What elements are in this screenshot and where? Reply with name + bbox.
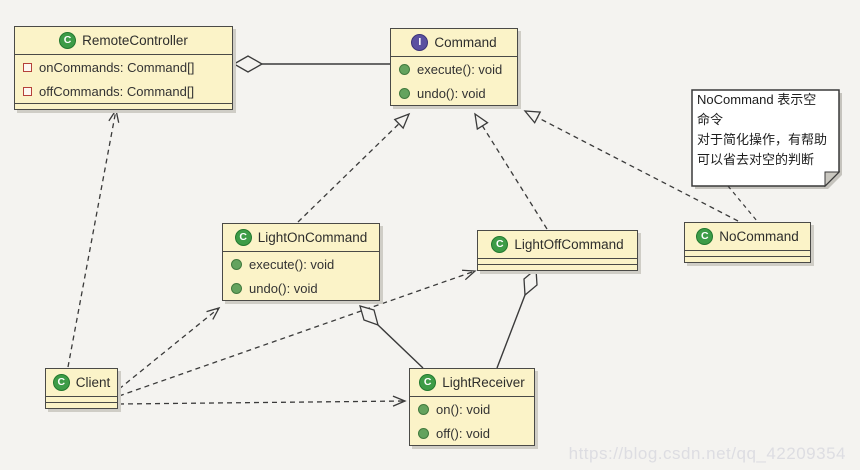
field-row: onCommands: Command[] xyxy=(15,55,232,79)
compartment-divider xyxy=(223,251,379,252)
compartment-divider xyxy=(410,396,534,397)
method-label: execute(): void xyxy=(417,61,503,77)
class-icon: C xyxy=(52,374,70,391)
method-label: undo(): void xyxy=(249,280,318,296)
method-icon xyxy=(418,427,429,439)
class-lightreceiver: C LightReceiver on(): void off(): void xyxy=(409,368,535,446)
empty-compartment xyxy=(478,264,637,270)
method-row: execute(): void xyxy=(391,57,517,81)
class-client: C Client xyxy=(45,368,118,409)
class-lightoffcommand: C LightOffCommand xyxy=(477,230,638,271)
note: NoCommand 表示空 命令 对于简化操作，有帮助 可以省去对空的判断 xyxy=(697,90,833,171)
edge-lightoncommand-command-realization xyxy=(297,112,411,223)
class-icon: C xyxy=(59,32,77,49)
edge-remotecontroller-command-aggregation xyxy=(232,55,390,73)
method-icon xyxy=(399,87,410,99)
field-label: onCommands: Command[] xyxy=(39,59,195,75)
method-icon xyxy=(399,63,410,75)
field-icon xyxy=(23,86,32,96)
class-lightoncommand-header: C LightOnCommand xyxy=(223,224,379,251)
watermark: https://blog.csdn.net/qq_42209354 xyxy=(568,444,846,463)
compartment-divider xyxy=(391,56,517,57)
method-row: undo(): void xyxy=(391,81,517,105)
class-remotecontroller: C RemoteController onCommands: Command[]… xyxy=(14,26,233,110)
method-icon xyxy=(418,403,429,415)
edge-client-lightreceiver-dependency xyxy=(118,395,407,407)
interface-command-header: I Command xyxy=(391,29,517,56)
class-icon: C xyxy=(234,229,252,246)
note-shape xyxy=(691,89,842,189)
empty-compartment xyxy=(46,402,117,408)
class-nocommand-header: C NoCommand xyxy=(685,223,810,250)
class-name: Command xyxy=(434,35,497,50)
method-row: on(): void xyxy=(410,397,534,421)
class-remotecontroller-header: C RemoteController xyxy=(15,27,232,54)
class-name: LightOnCommand xyxy=(257,230,368,245)
edge-note-nocommand-link xyxy=(727,185,758,222)
note-line: NoCommand 表示空 xyxy=(697,92,817,107)
method-label: off(): void xyxy=(436,425,490,441)
edge-lightoffcommand-command-realization xyxy=(474,112,548,230)
method-label: execute(): void xyxy=(249,256,335,272)
class-name: Client xyxy=(75,375,111,390)
edge-client-lightoncommand-dependency xyxy=(118,306,221,390)
method-row: off(): void xyxy=(410,421,534,445)
interface-command: I Command execute(): void undo(): void xyxy=(390,28,518,106)
class-icon: C xyxy=(696,228,714,245)
field-label: offCommands: Command[] xyxy=(39,83,195,99)
note-line: 可以省去对空的判断 xyxy=(697,152,815,168)
method-icon xyxy=(231,282,242,294)
class-name: RemoteController xyxy=(82,33,188,48)
class-client-header: C Client xyxy=(46,369,117,396)
class-icon: C xyxy=(419,374,437,391)
class-name: LightReceiver xyxy=(442,375,525,390)
class-name: LightOffCommand xyxy=(514,237,624,252)
method-row: execute(): void xyxy=(223,252,379,276)
class-icon: C xyxy=(491,236,509,253)
method-label: undo(): void xyxy=(417,85,486,101)
edge-lightoncommand-lightreceiver-aggregation xyxy=(359,305,424,369)
empty-compartment xyxy=(685,256,810,262)
field-row: offCommands: Command[] xyxy=(15,79,232,103)
class-lightoncommand: C LightOnCommand execute(): void undo():… xyxy=(222,223,380,301)
note-line: 命令 xyxy=(697,112,724,128)
class-lightoffcommand-header: C LightOffCommand xyxy=(478,231,637,258)
empty-compartment xyxy=(15,103,232,109)
edge-nocommand-command-realization xyxy=(523,110,739,222)
compartment-divider xyxy=(15,54,232,55)
class-name: NoCommand xyxy=(719,229,799,244)
class-lightreceiver-header: C LightReceiver xyxy=(410,369,534,396)
empty-compartment xyxy=(478,258,637,264)
empty-compartment xyxy=(46,396,117,402)
method-icon xyxy=(231,258,242,270)
empty-compartment xyxy=(685,250,810,256)
interface-icon: I xyxy=(411,34,429,51)
edge-client-remotecontroller-dependency xyxy=(67,108,120,368)
method-row: undo(): void xyxy=(223,276,379,300)
note-line: 对于简化操作，有帮助 xyxy=(697,132,828,148)
edge-lightoffcommand-lightreceiver-aggregation xyxy=(496,267,538,369)
method-label: on(): void xyxy=(436,401,491,417)
class-nocommand: C NoCommand xyxy=(684,222,811,263)
field-icon xyxy=(23,62,32,72)
